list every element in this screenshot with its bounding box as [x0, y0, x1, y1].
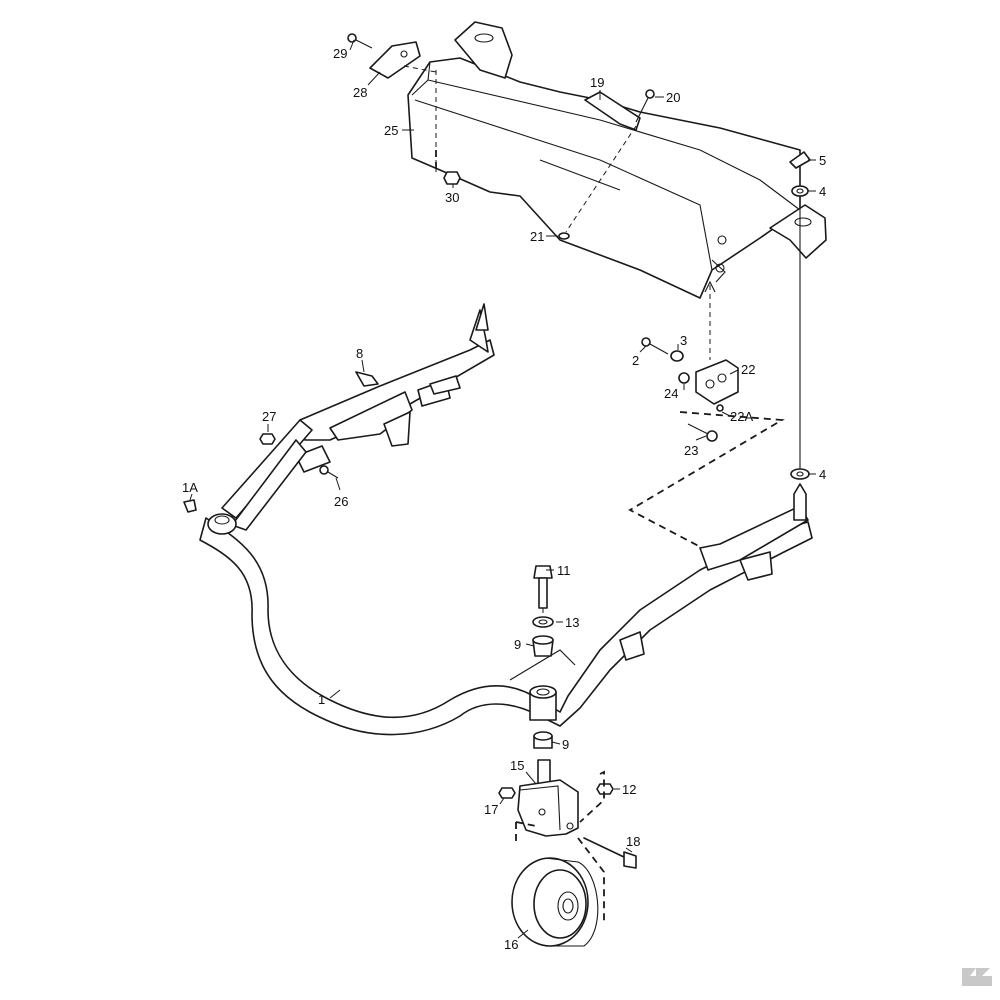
callout-25: 25 [384, 123, 398, 138]
leader-lines [189, 39, 816, 939]
callout-30: 30 [445, 190, 459, 205]
caster-fork-15 [498, 759, 637, 869]
callout-23: 23 [684, 443, 698, 458]
brand-logo-icon [962, 968, 992, 986]
callout-20: 20 [666, 90, 680, 105]
callout-9-lower: 9 [562, 737, 569, 752]
top-cover-25 [369, 21, 827, 299]
main-frame-1 [183, 419, 813, 736]
washer-4-lower [790, 468, 810, 480]
callout-21: 21 [530, 229, 544, 244]
callout-4-top: 4 [819, 184, 826, 199]
callout-9-upper: 9 [514, 637, 521, 652]
callout-1A: 1A [182, 480, 198, 495]
callout-13: 13 [565, 615, 579, 630]
mount-block-22 [641, 337, 739, 442]
callout-15: 15 [510, 758, 524, 773]
callout-17: 17 [484, 802, 498, 817]
callout-4-lower: 4 [819, 467, 826, 482]
callout-29: 29 [333, 46, 347, 61]
callout-8: 8 [356, 346, 363, 361]
caster-wheel-16 [511, 857, 599, 947]
callout-5: 5 [819, 153, 826, 168]
callout-1: 1 [318, 692, 325, 707]
callout-19: 19 [590, 75, 604, 90]
callout-11: 11 [557, 563, 571, 578]
callout-28: 28 [353, 85, 367, 100]
callout-16: 16 [504, 937, 518, 952]
callout-26: 26 [334, 494, 348, 509]
callout-24: 24 [664, 386, 678, 401]
callout-27: 27 [262, 409, 276, 424]
callout-3: 3 [680, 333, 687, 348]
caster-pivot-hardware [532, 565, 554, 749]
callout-2: 2 [632, 353, 639, 368]
callout-12: 12 [622, 782, 636, 797]
callout-labels: 29 28 25 30 19 20 21 5 4 4 2 3 22 24 22A… [182, 46, 826, 952]
upper-frame-assembly [259, 303, 495, 479]
callout-22A: 22A [730, 409, 753, 424]
callout-18: 18 [626, 834, 640, 849]
callout-22: 22 [741, 362, 755, 377]
